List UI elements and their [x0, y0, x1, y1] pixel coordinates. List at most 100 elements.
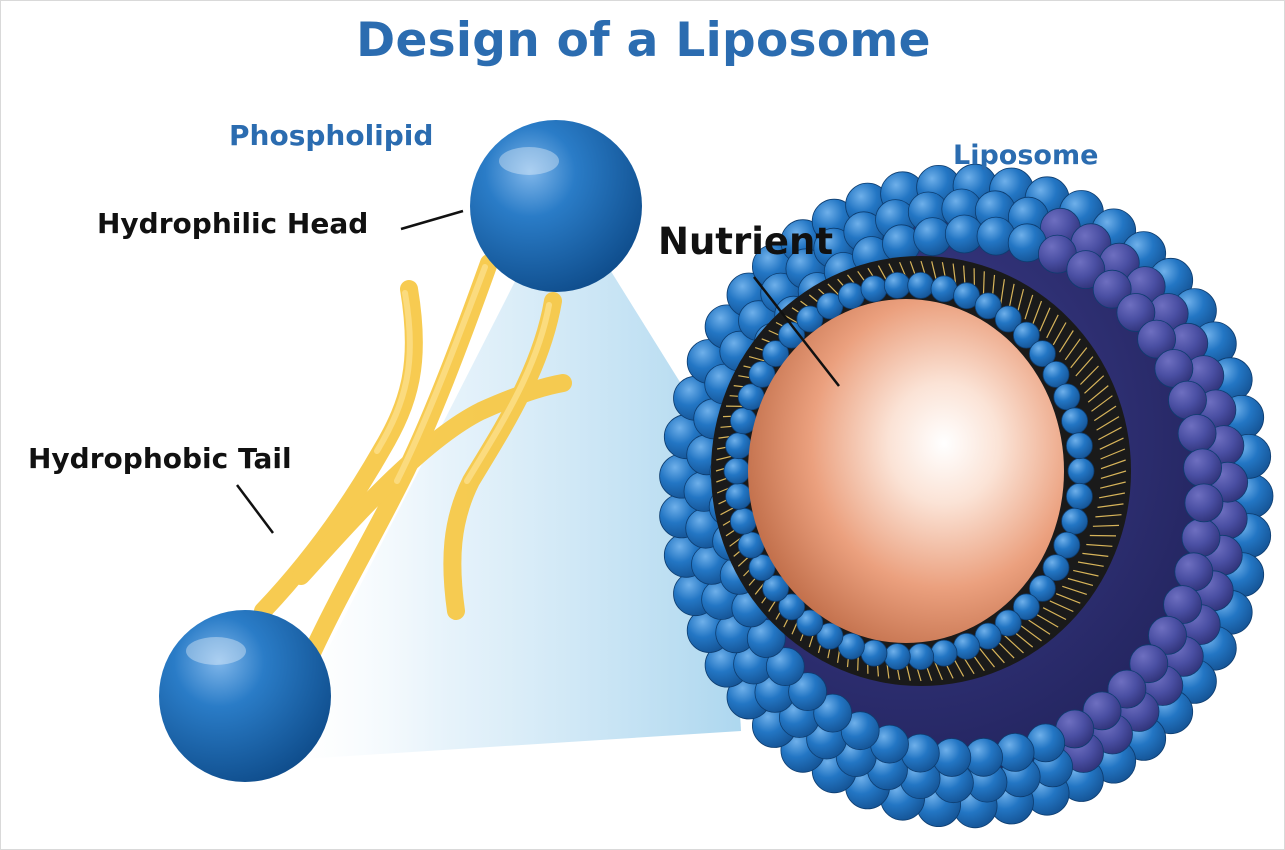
- bilayer-tail-strand: [1035, 613, 1059, 628]
- bilayer-tail-strand: [1031, 300, 1043, 326]
- bilayer-tail-strand: [1086, 543, 1113, 547]
- liposome-outer-bead: [1168, 380, 1207, 420]
- liposome-inner-bead: [816, 622, 844, 650]
- liposome-inner-bead: [730, 407, 757, 435]
- bilayer-tail-strand: [1075, 356, 1094, 377]
- liposome-inner-bead: [860, 275, 888, 303]
- bilayer-tail-strand: [1028, 619, 1051, 635]
- bilayer-tail-strand: [1100, 481, 1126, 489]
- bilayer-tail-strand: [1046, 314, 1059, 339]
- bilayer-tail-strand: [1055, 593, 1081, 604]
- bilayer-tail-strands: [715, 260, 1127, 682]
- liposome-inner-bead: [994, 609, 1022, 637]
- bilayer-tail-strand: [1098, 426, 1122, 441]
- bilayer-tail-strand: [1082, 552, 1109, 557]
- hydrophobic-tails: [254, 254, 572, 660]
- liposome-outer-bead: [1177, 414, 1217, 453]
- liposome-inner-bead: [1029, 575, 1056, 602]
- bilayer-tail-strand: [1042, 607, 1067, 621]
- liposome-inner-bead: [730, 507, 757, 535]
- bilayer-tail-strand: [1077, 561, 1104, 567]
- bilayer-tail-strand: [1099, 437, 1124, 450]
- liposome-outer-bead: [1107, 669, 1147, 709]
- liposome-inner-bead: [725, 482, 752, 510]
- bilayer-tail-strand: [1049, 600, 1074, 613]
- bilayer-tail-strand: [1096, 416, 1120, 431]
- liposome-label: Liposome: [953, 140, 1099, 171]
- liposome-outer-bead: [1129, 644, 1169, 684]
- liposome-outer-bead: [813, 693, 853, 733]
- liposome-outer-bead: [1066, 250, 1106, 290]
- liposome-outer-bead: [1116, 293, 1156, 332]
- liposome-inner-bead: [796, 305, 824, 333]
- liposome-inner-bead: [1053, 383, 1081, 411]
- liposome-inner-bead: [974, 292, 1002, 320]
- bilayer-tail-strand: [1008, 283, 1015, 309]
- liposome-inner-bead: [796, 609, 824, 637]
- hydrophobic-tail-label: Hydrophobic Tail: [28, 442, 292, 475]
- liposome-inner-bead: [1061, 507, 1088, 535]
- nutrient-core: [748, 299, 1064, 643]
- bilayer-tail-strand: [1092, 524, 1120, 527]
- magnification-cone: [271, 191, 741, 761]
- liposome-inner-bead: [762, 340, 789, 368]
- liposome-inner-bead: [883, 643, 911, 670]
- bilayer-tail-strand: [1052, 322, 1067, 346]
- liposome-outer-bead: [1184, 483, 1224, 523]
- liposome-inner-bead: [994, 305, 1022, 333]
- bilayer-tail-strand: [1084, 375, 1105, 394]
- liposome-inner-bead: [1013, 321, 1040, 349]
- bilayer-tail-strand: [1097, 503, 1124, 508]
- liposome-inner-bead: [1061, 407, 1088, 435]
- liposome-outer-bead: [1181, 518, 1221, 558]
- bilayer-tail-strand: [1073, 569, 1099, 577]
- hydrophilic-head-bottom: [159, 610, 331, 782]
- bilayer-tail-strand: [1067, 577, 1094, 586]
- phospholipid-label: Phospholipid: [229, 119, 434, 152]
- bilayer-tail-strand: [1020, 625, 1042, 642]
- bilayer-tail-strand: [1079, 365, 1099, 385]
- bilayer-tail-strand: [1024, 294, 1034, 320]
- liposome-outer-bead: [788, 672, 827, 711]
- bilayer-tail-strand: [1000, 279, 1005, 305]
- bilayer-tail-strand: [982, 271, 985, 297]
- bilayer-tail-strand: [1016, 288, 1025, 314]
- liposome-outer-bead: [1183, 448, 1222, 488]
- bilayer-tail-strand: [1070, 347, 1088, 369]
- liposome-inner-bead: [723, 457, 751, 485]
- diagram-title: Design of a Liposome: [356, 13, 931, 68]
- liposome-inner-bead: [778, 321, 805, 349]
- bilayer-tail-strand: [1100, 470, 1127, 479]
- hydrophilic-head-leader: [400, 209, 464, 231]
- liposome-inner-bead: [930, 275, 958, 303]
- liposome-inner-bead: [907, 271, 935, 299]
- liposome: [659, 163, 1274, 829]
- liposome-inner-bead: [1013, 593, 1040, 621]
- liposome-outer-bead: [765, 647, 805, 686]
- liposome-outer-bead: [1137, 319, 1176, 359]
- bilayer-tail-strand: [1062, 585, 1087, 595]
- liposome-inner-bead: [748, 554, 776, 581]
- liposome-inner-bead: [883, 271, 911, 299]
- liposome-outer-beads: [659, 163, 1274, 829]
- liposome-outer-bead: [840, 711, 880, 751]
- liposome-inner-bead: [907, 643, 935, 670]
- hydrophilic-head-top: [470, 120, 642, 292]
- bilayer-tail-strand: [978, 646, 995, 668]
- liposome-inner-bead: [953, 632, 980, 660]
- bilayer-tail-strand: [1100, 448, 1126, 460]
- liposome-inner-bead: [1042, 554, 1070, 581]
- bilayer-tail-strand: [1095, 514, 1122, 518]
- liposome-inner-bead: [748, 360, 776, 388]
- liposome-inner-bead: [860, 639, 888, 667]
- bilayer-tail-strand: [1093, 405, 1117, 422]
- liposome-inner-bead: [762, 575, 789, 602]
- bilayer-tail-strand: [1004, 635, 1024, 654]
- bilayer-tail-strand: [1087, 385, 1109, 403]
- liposome-inner-bead: [1042, 360, 1070, 388]
- bilayer-tail-strand: [1091, 395, 1113, 412]
- bilayer-tail-strand: [1039, 307, 1051, 332]
- nutrient-leader: [753, 276, 840, 387]
